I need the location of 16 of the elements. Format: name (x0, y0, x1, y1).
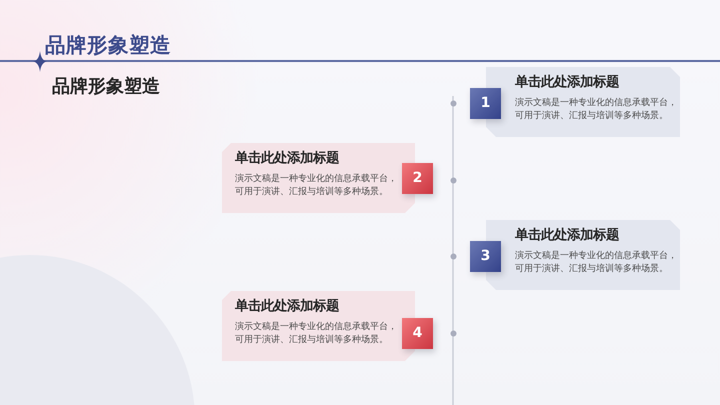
card-heading: 单击此处添加标题 (515, 228, 619, 244)
number-box: 4 (402, 318, 433, 349)
card-text: 演示文稿是一种专业化的信息承载平台，可用于演讲、汇报与培训等多种场景。 (515, 97, 678, 123)
info-card (222, 143, 415, 213)
card-heading: 单击此处添加标题 (515, 75, 619, 91)
card-text: 演示文稿是一种专业化的信息承载平台，可用于演讲、汇报与培训等多种场景。 (515, 250, 678, 276)
number-box: 3 (470, 241, 501, 272)
card-heading: 单击此处添加标题 (235, 299, 339, 315)
info-card (222, 291, 415, 361)
card-text: 演示文稿是一种专业化的信息承载平台，可用于演讲、汇报与培训等多种场景。 (235, 173, 398, 199)
card-text: 演示文稿是一种专业化的信息承载平台，可用于演讲、汇报与培训等多种场景。 (235, 321, 398, 347)
card-heading: 单击此处添加标题 (235, 151, 339, 167)
page-title: 品牌形象塑造 (45, 34, 171, 56)
number-box: 2 (402, 163, 433, 194)
section-heading: 品牌形象塑造 (52, 77, 160, 97)
number-box: 1 (470, 88, 501, 119)
